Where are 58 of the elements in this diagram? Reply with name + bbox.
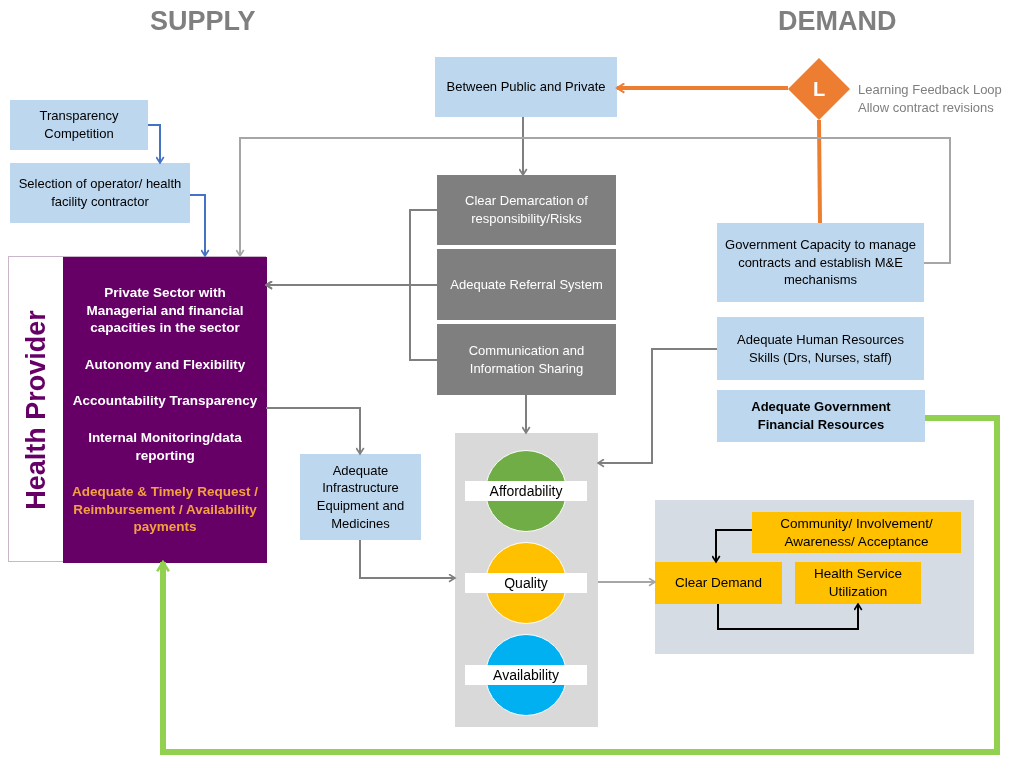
box-label: Adequate Human Resources Skills (Drs, Nurses, staff) <box>736 330 905 367</box>
box-label: Private Sector with Managerial and financial capacities in the sector <box>85 284 245 337</box>
box-label: Accountability Transparency <box>72 392 258 410</box>
box-label: Communication and Information Sharing <box>467 341 586 378</box>
text-box <box>717 317 924 380</box>
arrow <box>711 529 753 563</box>
text-box <box>752 512 961 553</box>
circle-label: Availability <box>465 665 587 685</box>
box-label: Autonomy and Flexibility <box>84 355 246 374</box>
box-label: Internal Monitoring/data reporting <box>87 429 243 465</box>
text-box <box>10 100 148 150</box>
box-label: Adequate Referral System <box>450 275 603 294</box>
arrow <box>597 577 656 587</box>
arrow <box>265 280 438 361</box>
circle-label: Quality <box>465 573 587 593</box>
panel-background <box>455 433 598 727</box>
box-label: Adequate Government Financial Resources <box>750 398 892 434</box>
text-box <box>300 454 421 540</box>
box-label: Selection of operator/ health facility contractor <box>17 175 183 211</box>
arrow <box>521 394 531 434</box>
box-label: Community/ Involvement/ Awareness/ Acceptance <box>779 514 934 551</box>
health-provider-band <box>8 256 266 562</box>
box-label: L <box>811 77 827 101</box>
text-box <box>655 562 782 604</box>
arrow <box>265 407 365 455</box>
box-label: Adequate & Timely Request / Reimbursement / Availability payments <box>71 483 259 536</box>
box-label: Clear Demarcation of responsibility/Risks <box>464 192 589 228</box>
arrow <box>147 124 165 164</box>
arrow <box>155 415 1000 755</box>
note-text: Learning Feedback Loop Allow contract revisions <box>858 81 1003 117</box>
provider-panel <box>63 257 267 563</box>
arrow <box>359 539 456 583</box>
arrow <box>235 137 951 264</box>
text-box <box>795 562 921 604</box>
arrow <box>189 194 210 257</box>
text-box <box>435 57 617 117</box>
text-box <box>10 163 190 223</box>
section-heading: DEMAND <box>778 6 897 37</box>
box-label: Clear Demand <box>674 574 762 592</box>
circle-label: Affordability <box>465 481 587 501</box>
vertical-heading: Health Provider <box>20 310 52 510</box>
diamond-marker <box>788 58 850 120</box>
text-box <box>437 175 616 245</box>
arrow <box>717 603 863 630</box>
arrow <box>518 116 528 176</box>
text-box <box>437 249 616 320</box>
box-label: Between Public and Private <box>446 78 606 96</box>
text-box <box>717 223 924 302</box>
section-heading: SUPPLY <box>150 6 256 37</box>
text-box <box>717 390 925 442</box>
box-label: Government Capacity to manage contracts and establish M&E mechanisms <box>724 236 917 289</box>
panel-background <box>655 500 974 654</box>
arrow <box>597 348 718 468</box>
text-box <box>437 324 616 395</box>
box-label: Health Service Utilization <box>813 565 903 601</box>
box-label: Adequate Infrastructure Equipment and Medicines <box>315 461 406 533</box>
arrow <box>616 82 788 94</box>
box-label: Transparency Competition <box>38 107 120 143</box>
